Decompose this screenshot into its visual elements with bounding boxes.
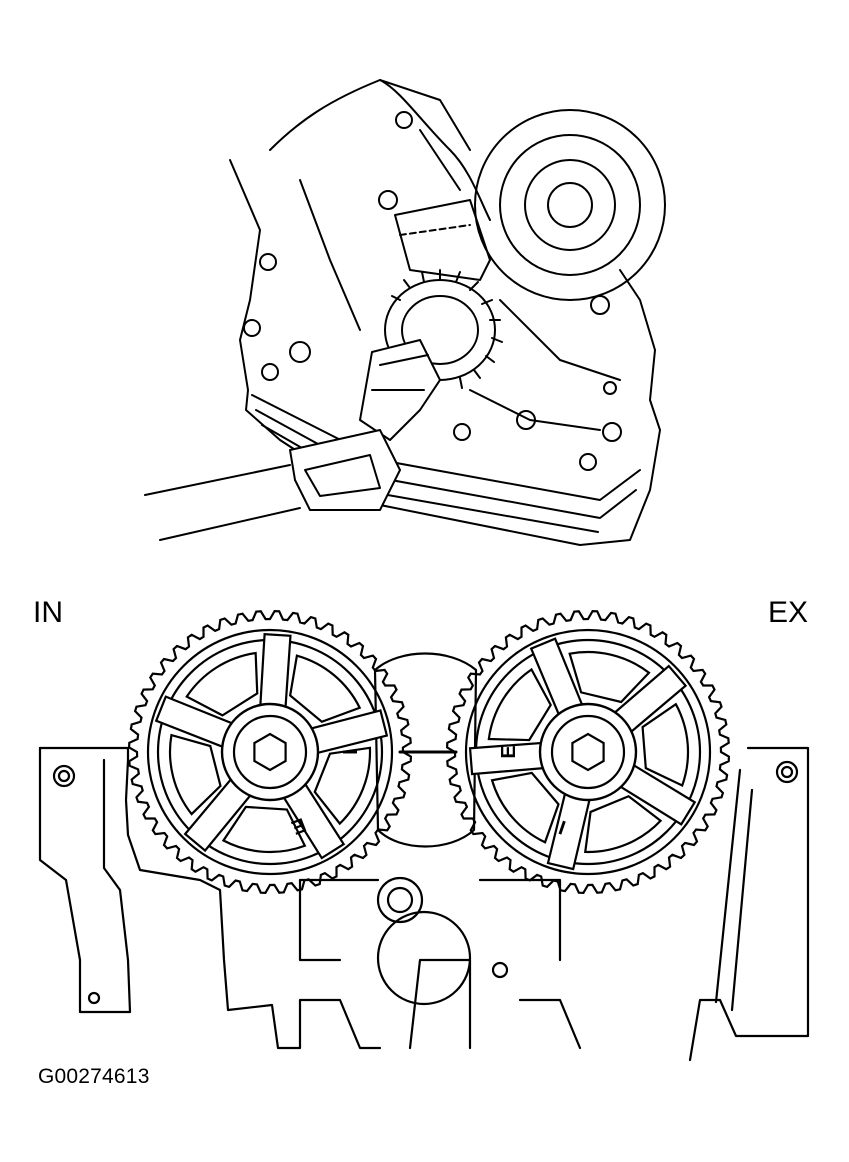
pulley-window: [568, 650, 651, 704]
pulley-spoke: [258, 632, 292, 717]
bolt-icon: [579, 453, 597, 471]
exhaust-label: EX: [768, 596, 809, 629]
pulley-window: [221, 805, 307, 854]
bolt-icon: [602, 422, 622, 442]
pump-housing: [394, 199, 491, 281]
bolt-icon: [261, 363, 279, 381]
pulley-window: [185, 651, 259, 717]
upper-pulley: [474, 109, 666, 301]
gear-teeth: [391, 269, 503, 389]
intake-label: IN: [33, 596, 63, 629]
exhaust-cam-pulley: EI: [445, 609, 731, 895]
bolt-icon: [289, 341, 311, 363]
timing-mark-label: E: [498, 745, 520, 758]
engine-upper-edge: [269, 79, 491, 221]
bolt-icon: [453, 423, 471, 441]
pulley-rim: [146, 628, 394, 876]
oil-pan-ridge: [251, 394, 641, 501]
pulley-window: [490, 771, 560, 844]
hex-bolt-icon: [253, 732, 287, 772]
pulley-window: [288, 654, 362, 724]
pulley-hub: [220, 702, 320, 802]
pulley-window: [641, 702, 690, 788]
pulley-teeth: [445, 609, 731, 895]
mount-hole: [52, 764, 76, 788]
pulley-hub: [538, 702, 638, 802]
crankshaft-removal-illustration: [144, 79, 666, 546]
pulley-window: [487, 667, 552, 742]
pulley-teeth: [127, 609, 413, 895]
bolt-icon: [243, 319, 261, 337]
timing-mark-label: I: [338, 749, 360, 755]
pulley-window: [168, 733, 222, 816]
hex-bolt-icon: [571, 732, 605, 772]
bolt-icon: [516, 410, 536, 430]
wrench-handle-lower: [159, 507, 301, 541]
cylinder-head-outline: [38, 746, 382, 1050]
bolt-icon: [259, 253, 277, 271]
intake-cam-pulley: IE: [127, 609, 413, 895]
wrench-handle-upper: [144, 464, 291, 496]
pulley-rim: [464, 628, 712, 876]
mount-hole: [775, 760, 799, 784]
figure-code: G00274613: [38, 1065, 150, 1088]
center-plate: [373, 652, 478, 848]
bolt-icon: [590, 295, 610, 315]
bolt-icon: [378, 190, 398, 210]
bolt-icon: [603, 381, 617, 395]
pulley-window: [583, 794, 663, 854]
engine-block-outline: [229, 159, 661, 546]
head-bore: [376, 910, 472, 1006]
pulley-window: [313, 746, 372, 826]
bolt-icon: [395, 111, 413, 129]
